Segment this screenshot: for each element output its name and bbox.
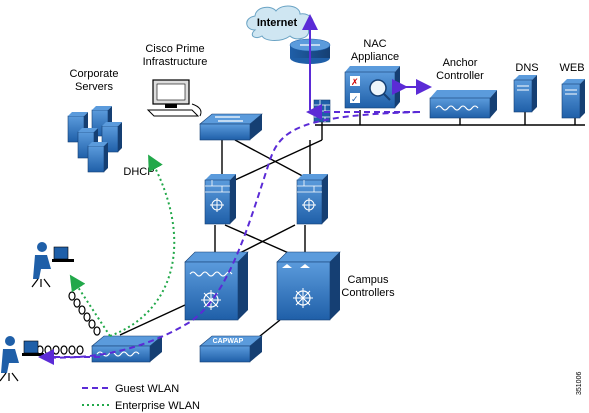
enterprise-wlan-path [69, 154, 176, 337]
campus-label-line1: Campus [348, 274, 389, 286]
dns-label: DNS [515, 62, 538, 74]
enterprise-user-icon [31, 242, 74, 288]
svg-text:✓: ✓ [351, 94, 359, 104]
web-label: WEB [559, 62, 584, 74]
corporate-servers-icon [67, 106, 122, 173]
anchor-controller-icon [429, 90, 497, 119]
access-switch-icon [91, 335, 163, 363]
corporate-label-line1: Corporate [70, 68, 119, 80]
svg-text:✗: ✗ [351, 77, 359, 87]
capwap-label: CAPWAP [213, 338, 244, 345]
core-switch-icon [199, 113, 263, 141]
legend: Guest WLAN Enterprise WLAN [82, 383, 200, 412]
campus-controller-right-icon [276, 251, 341, 321]
capwap-switch-icon: CAPWAP [199, 335, 263, 363]
nac-label-line2: Appliance [351, 51, 399, 63]
internet-cloud: Internet [246, 5, 314, 41]
prime-label-line2: Infrastructure [143, 56, 208, 68]
figure-id: 351006 [576, 372, 583, 395]
dhcp-label: DHCP [123, 166, 154, 178]
distribution-switch-left-icon [204, 174, 236, 225]
guest-user-icon [0, 336, 44, 382]
dns-server-icon [513, 75, 537, 113]
distribution-switch-right-icon [296, 174, 328, 225]
prime-workstation-icon [146, 79, 202, 117]
corporate-label-line2: Servers [75, 81, 113, 93]
prime-label-line1: Cisco Prime [145, 43, 204, 55]
anchor-label-line1: Anchor [443, 57, 478, 69]
wireless-link-icon [36, 291, 101, 355]
web-server-icon [561, 79, 585, 119]
internet-label: Internet [257, 17, 298, 29]
legend-enterprise-label: Enterprise WLAN [115, 400, 200, 412]
legend-guest-label: Guest WLAN [115, 383, 179, 395]
nac-appliance-icon: ✗ ✓ [344, 66, 400, 109]
campus-controller-left-icon [184, 251, 249, 321]
nac-label-line1: NAC [363, 38, 386, 50]
anchor-label-line2: Controller [436, 70, 484, 82]
campus-label-line2: Controllers [341, 287, 395, 299]
guest-wlan-path [38, 14, 432, 365]
